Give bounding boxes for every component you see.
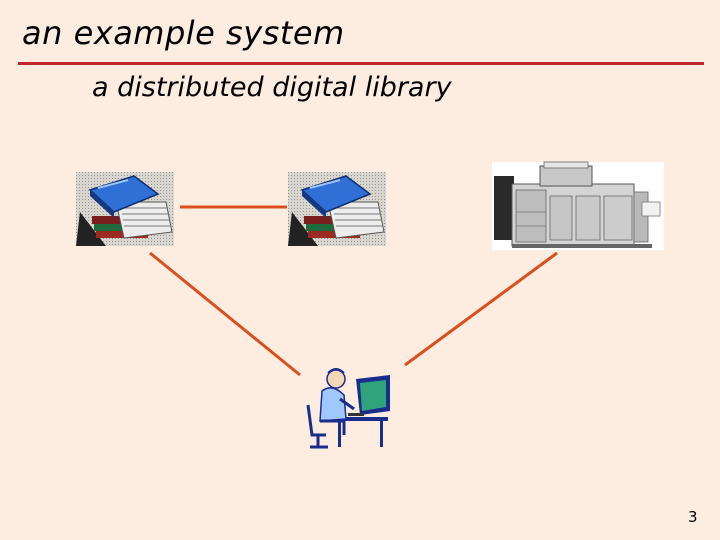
user-at-computer-icon: [308, 369, 390, 447]
book-stack-icon: [76, 172, 174, 246]
connector-library1-user: [150, 253, 300, 375]
connector-printer-user: [405, 253, 557, 365]
book-stack-icon: [288, 172, 386, 246]
production-printer-icon: [492, 162, 664, 250]
page-number: 3: [688, 508, 698, 526]
